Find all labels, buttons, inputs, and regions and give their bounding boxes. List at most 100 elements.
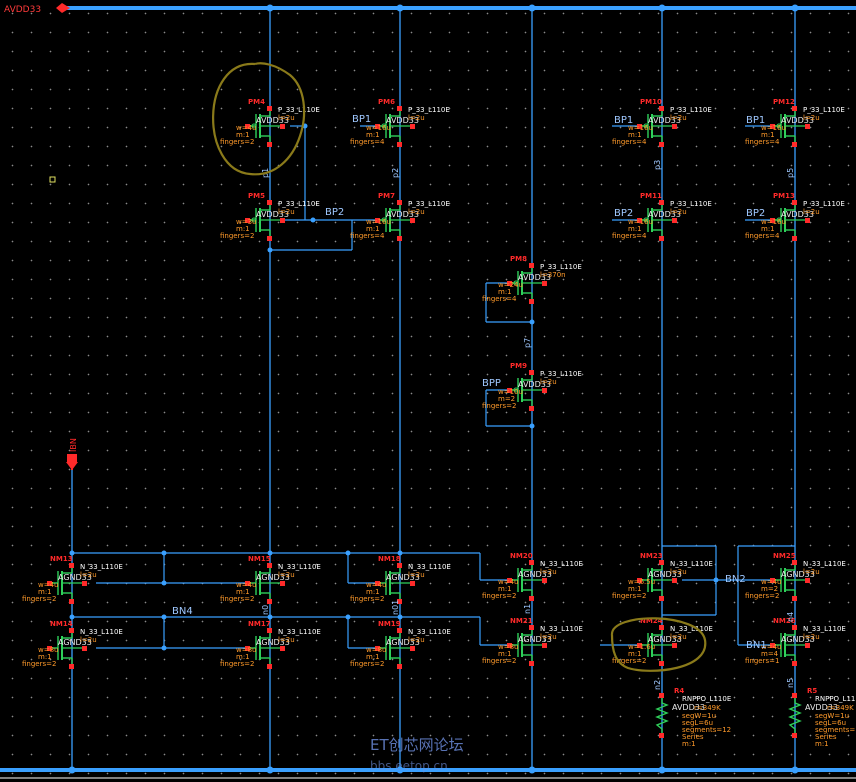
device-w: w=16u	[628, 218, 653, 226]
device-fingers: fingers=4	[745, 138, 780, 146]
device-w: w=1.6u	[628, 643, 655, 651]
device-bulk-pin: AVDD33	[518, 273, 551, 282]
device-m: m:1	[498, 288, 512, 296]
net-bp1-b[interactable]: BP1	[614, 115, 633, 126]
device-model: N_33_L110E	[540, 560, 583, 568]
device-l: l=2u	[408, 114, 425, 122]
resistor-bulk-pin: AVDD33	[805, 703, 838, 712]
device-w: w=4u	[236, 124, 256, 132]
net-bp1-a[interactable]: BP1	[352, 114, 371, 125]
net-bn1[interactable]: BN1	[746, 640, 767, 651]
net-bp2-c[interactable]: BP2	[746, 208, 765, 219]
device-bulk-pin: AGND33	[781, 570, 815, 579]
net-bp2-b[interactable]: BP2	[614, 208, 633, 219]
device-model: P_33_L110E	[803, 200, 845, 208]
device-model: P_33_L110E	[408, 106, 450, 114]
device-m: m:1	[628, 131, 642, 139]
net-bp2-a[interactable]: BP2	[325, 207, 344, 218]
net-bp1-c[interactable]: BP1	[746, 115, 765, 126]
resistor-series: Series	[682, 733, 704, 741]
net-bpp[interactable]: BPP	[482, 378, 501, 389]
transistor-pm8[interactable]: PM8P_33_L110EAVDD33l=370nw=24um:1fingers…	[482, 255, 582, 304]
net-p7[interactable]: p7	[523, 338, 532, 348]
device-name-pm12: PM12	[773, 98, 795, 106]
device-fingers: fingers=2	[220, 595, 254, 603]
power-rails	[0, 6, 856, 779]
net-n5[interactable]: n5	[786, 678, 795, 688]
device-name-nm26: NM26	[773, 617, 796, 625]
ibn-input-pin[interactable]: IBN	[66, 438, 78, 470]
net-p5[interactable]: p5	[786, 168, 795, 178]
net-p3[interactable]: p3	[653, 160, 662, 170]
device-m: m:1	[366, 653, 380, 661]
resistor-segl: segL=6u	[682, 719, 713, 727]
device-bulk-pin: AGND33	[518, 570, 552, 579]
net-bn4[interactable]: BN4	[172, 606, 193, 617]
device-name-nm24: NM24	[640, 617, 663, 625]
device-l: l=2u	[540, 378, 557, 386]
net-n4[interactable]: n4	[786, 612, 795, 622]
device-m: m:1	[366, 131, 380, 139]
resistor-r4[interactable]: R4RNPPO_L110EAVDD33r=349KsegW=1usegL=6us…	[655, 687, 731, 748]
watermark-line2: bbs.eetop.cn	[370, 759, 448, 773]
device-m: m:1	[366, 588, 380, 596]
device-l: l=2u	[540, 568, 557, 576]
device-m: m:1	[628, 585, 642, 593]
resistor-r5[interactable]: R5RNPPO_L11AVDD33r=349KsegW=1usegL=6useg…	[788, 687, 855, 748]
net-n01[interactable]: n01	[391, 600, 400, 615]
rail-label-avdd33[interactable]: AVDD33	[4, 3, 70, 15]
device-l: l=2u	[670, 114, 687, 122]
device-bulk-pin: AVDD33	[781, 210, 814, 219]
annotation-circles	[212, 62, 707, 672]
net-bn2[interactable]: BN2	[725, 574, 746, 585]
resistor-m: m:1	[815, 740, 829, 748]
transistor-pm11[interactable]: PM11P_33_L110EAVDD33l=2uw=16um:1fingers=…	[612, 192, 712, 241]
net-p2[interactable]: p2	[391, 168, 400, 178]
transistor-pm10[interactable]: PM10P_33_L110EAVDD33l=2uw=16um:1fingers=…	[612, 98, 712, 147]
resistor-model: RNPPO_L11	[815, 695, 855, 703]
device-bulk-pin: AVDD33	[648, 210, 681, 219]
device-w: w=16u	[366, 218, 391, 226]
device-model: N_33_L110E	[670, 625, 713, 633]
device-model: P_33_L110E	[803, 106, 845, 114]
transistor-nm24[interactable]: NM24N_33_L110EAGND33l=2uw=1.6um:1fingers…	[612, 617, 713, 666]
resistor-segw: segW=1u	[682, 712, 716, 720]
transistor-nm23[interactable]: NM23N_33_L110EAGND33l=2uw=6.5um:1fingers…	[612, 552, 713, 601]
device-l: l=2u	[670, 633, 687, 641]
device-bulk-pin: AVDD33	[518, 380, 551, 389]
net-n1[interactable]: n1	[523, 604, 532, 614]
device-model: N_33_L110E	[278, 563, 321, 571]
device-m: m=2	[498, 395, 515, 403]
device-m: m:1	[236, 131, 250, 139]
resistor-segments: segments=12	[682, 726, 731, 734]
transistor-pm12[interactable]: PM12P_33_L110EAVDD33l=2uw=16um:1fingers=…	[745, 98, 845, 147]
device-w: w=10u	[498, 388, 523, 396]
transistor-pm13[interactable]: PM13P_33_L110EAVDD33l=2uw=16um:1fingers=…	[745, 192, 845, 241]
net-n2[interactable]: n2	[653, 680, 662, 690]
device-fingers: fingers=2	[612, 657, 646, 665]
net-n0[interactable]: n0	[261, 605, 270, 615]
device-l: l=2u	[278, 114, 295, 122]
device-name-nm13: NM13	[50, 555, 73, 563]
device-model: N_33_L110E	[278, 628, 321, 636]
device-name-nm17: NM17	[248, 620, 271, 628]
device-model: N_33_L110E	[803, 625, 846, 633]
device-m: m:1	[498, 585, 512, 593]
